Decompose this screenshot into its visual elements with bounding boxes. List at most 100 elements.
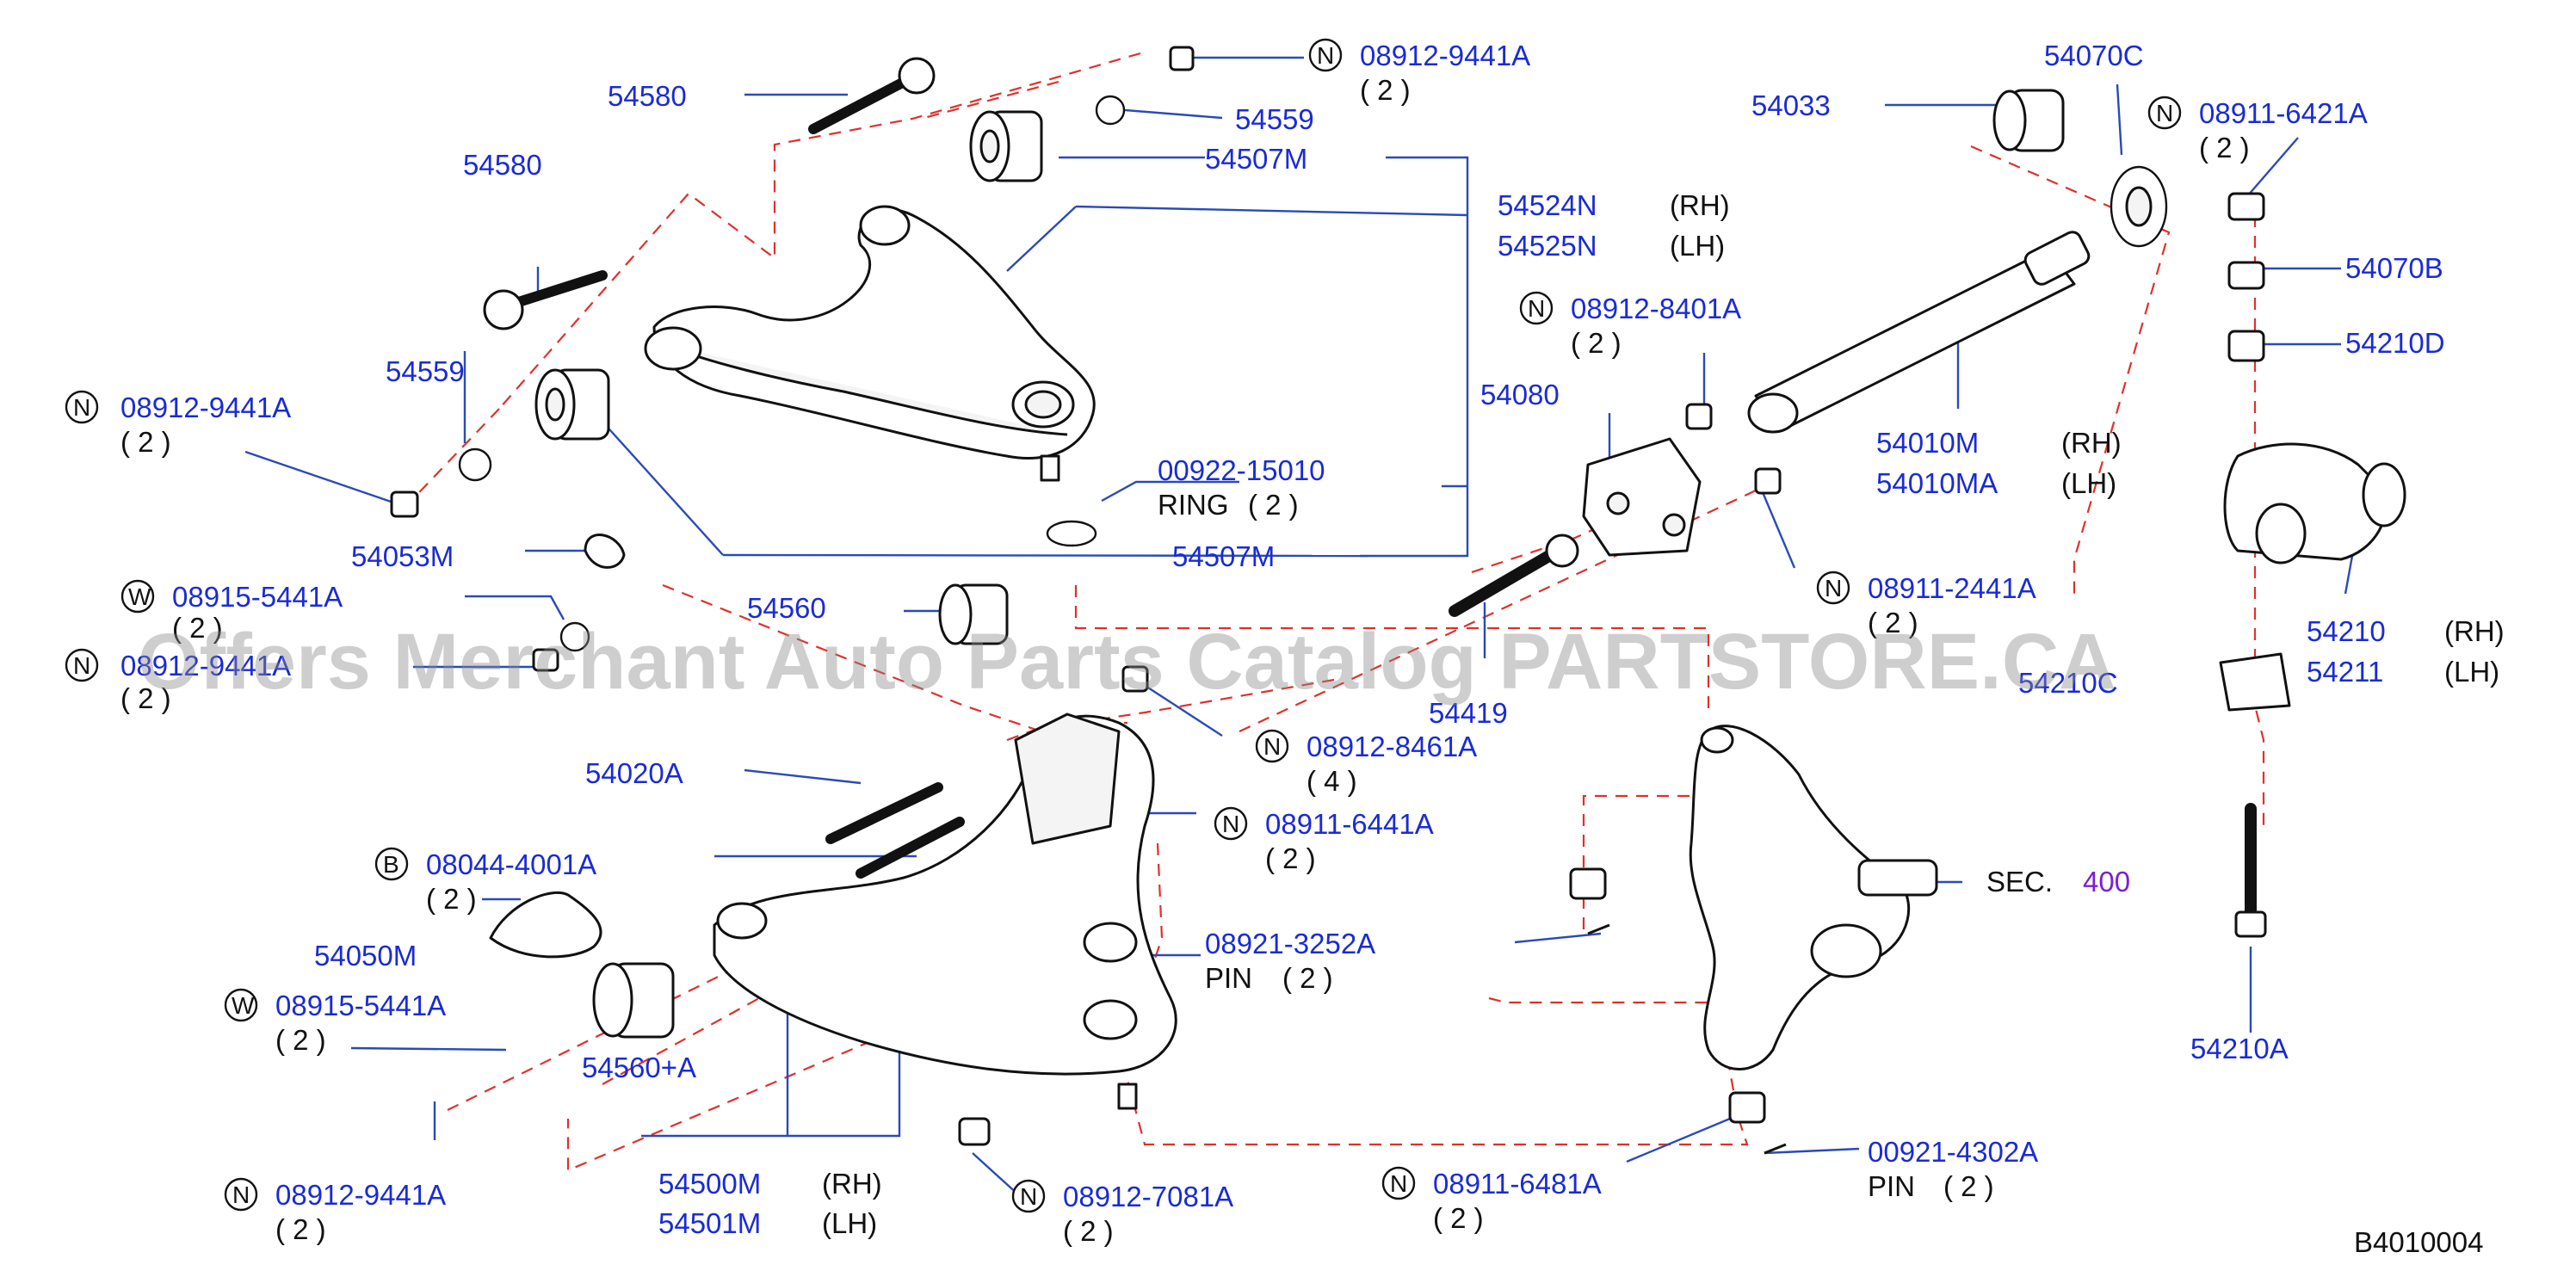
prefix-circle xyxy=(1255,729,1289,763)
quantity: ( 2 ) xyxy=(120,426,171,458)
part-number: 08921-3252A xyxy=(1205,928,1375,959)
callout-08921-3252a: 08921-3252A PIN ( 2 ) xyxy=(1205,928,1375,994)
side-label: (LH) xyxy=(2061,467,2116,499)
part-number: 54524N xyxy=(1498,189,1597,221)
part-number: 54033 xyxy=(1751,89,1831,121)
prefix-letter: N xyxy=(1222,811,1239,837)
part-number: 08912-9441A xyxy=(120,650,291,682)
callout-54080: 54080 xyxy=(1480,379,1560,410)
quantity: ( 2 ) xyxy=(1248,489,1299,521)
prefix-letter: B xyxy=(383,851,399,878)
part-number: 54210A xyxy=(2190,1033,2289,1064)
callout-54507m-top: 54507M xyxy=(1205,143,1307,175)
part-number: 08915-5441A xyxy=(275,990,446,1021)
callout-54010m: 54010M (RH) xyxy=(1876,427,2122,459)
part-number: 54507M xyxy=(1172,540,1275,572)
quantity: ( 2 ) xyxy=(120,682,171,714)
callout-54210: 54210 (RH) xyxy=(2307,615,2505,647)
prefix-circle xyxy=(1519,291,1554,325)
callout-54560a: 54560+A xyxy=(582,1052,696,1083)
steering-knuckle xyxy=(1569,725,1938,1155)
part-number: 54211 xyxy=(2307,656,2383,688)
callout-54525n: 54525N (LH) xyxy=(1498,230,1725,262)
part-number: 00921-4302A xyxy=(1868,1136,2038,1168)
quantity: ( 2 ) xyxy=(1282,962,1333,994)
callout-54500m: 54500M (RH) xyxy=(658,1168,882,1200)
quantity: ( 2 ) xyxy=(1868,607,1918,638)
part-number: 54500M xyxy=(658,1168,761,1200)
quantity: ( 2 ) xyxy=(1360,74,1411,106)
callout-08911-6421a: N 08911-6421A ( 2 ) xyxy=(2147,96,2368,163)
callout-54501m: 54501M (LH) xyxy=(658,1207,877,1239)
side-label: (LH) xyxy=(1670,230,1725,262)
callout-54560: 54560 xyxy=(747,592,826,624)
prefix-letter: N xyxy=(1528,295,1545,322)
callout-54070b: 54070B xyxy=(2345,252,2443,284)
prefix-letter: N xyxy=(2156,100,2173,126)
part-number: 54560 xyxy=(747,592,826,624)
prefix-circle xyxy=(120,579,155,614)
part-number: 08912-9441A xyxy=(1360,40,1530,71)
part-number: 54507M xyxy=(1205,143,1307,175)
callout-54507m-bottom: 54507M xyxy=(1172,540,1275,572)
prefix-circle xyxy=(1308,38,1343,72)
prefix-letter: N xyxy=(1263,733,1281,760)
part-number: 54020A xyxy=(585,757,683,789)
callout-54211: 54211 (LH) xyxy=(2307,656,2499,688)
part-number: 00922-15010 xyxy=(1158,454,1325,486)
prefix-circle xyxy=(2147,96,2182,130)
callout-00922-15010: 00922-15010 RING ( 2 ) xyxy=(1158,454,1325,521)
callout-54070c: 54070C xyxy=(2044,40,2144,71)
prefix-circle xyxy=(65,648,99,682)
part-number: 08911-6441A xyxy=(1265,808,1434,840)
quantity: ( 4 ) xyxy=(1307,765,1357,797)
callout-08911-2441a: N 08911-2441A ( 2 ) xyxy=(1816,571,2036,638)
callout-08912-9441a-top: N 08912-9441A ( 2 ) xyxy=(1308,38,1530,106)
part-number: 54053M xyxy=(351,540,454,572)
quantity: ( 2 ) xyxy=(426,883,477,915)
callout-54050m: 54050M xyxy=(314,940,417,972)
section-number: 400 xyxy=(2083,866,2130,898)
side-label: (RH) xyxy=(2061,427,2122,459)
prefix-circle xyxy=(1214,806,1248,841)
part-number: 54080 xyxy=(1480,379,1560,410)
prefix-letter: N xyxy=(1317,42,1334,69)
quantity: ( 2 ) xyxy=(172,612,223,644)
callout-54210c: 54210C xyxy=(2018,667,2118,699)
part-number: 08912-8401A xyxy=(1571,293,1741,324)
part-number: 08911-6421A xyxy=(2199,97,2368,129)
prefix-circle xyxy=(224,988,258,1022)
callout-08915-5441a-bottom: W 08915-5441A ( 2 ) xyxy=(224,988,446,1056)
part-number: 08915-5441A xyxy=(172,581,343,613)
lower-control-arm-assembly xyxy=(489,713,1177,1146)
quantity: ( 2 ) xyxy=(1943,1170,1994,1202)
prefix-circle xyxy=(224,1177,258,1212)
part-number: 54580 xyxy=(608,80,687,112)
callout-00921-4302a: 00921-4302A PIN ( 2 ) xyxy=(1868,1136,2038,1202)
quantity: ( 2 ) xyxy=(1265,842,1316,874)
quantity: ( 2 ) xyxy=(1571,327,1622,359)
callout-08912-9441a-left: N 08912-9441A ( 2 ) xyxy=(65,390,291,458)
note-label: PIN xyxy=(1868,1170,1915,1202)
part-number: 54210D xyxy=(2345,327,2445,359)
callout-08912-9441a-bottom: N 08912-9441A ( 2 ) xyxy=(224,1177,446,1245)
callout-54010ma: 54010MA (LH) xyxy=(1876,467,2116,499)
callout-54580-left: 54580 xyxy=(463,149,542,181)
callout-08044-4001a: B 08044-4001A ( 2 ) xyxy=(374,847,596,915)
part-number: 54010M xyxy=(1876,427,1979,459)
part-number: 54070C xyxy=(2044,40,2144,71)
callout-08911-6481a: N 08911-6481A ( 2 ) xyxy=(1381,1166,1602,1234)
drawing-id: B4010004 xyxy=(2354,1226,2483,1258)
callout-54210d: 54210D xyxy=(2345,327,2445,359)
prefix-letter: N xyxy=(73,394,90,421)
bolts-and-fasteners xyxy=(390,46,2267,938)
note-label: PIN xyxy=(1205,962,1252,994)
part-number: 08044-4001A xyxy=(426,848,596,880)
tension-rod-assembly xyxy=(1582,89,2406,712)
prefix-letter: N xyxy=(1825,575,1842,601)
part-number: 08911-6481A xyxy=(1433,1168,1602,1200)
prefix-letter: W xyxy=(232,992,255,1019)
part-number: 08911-2441A xyxy=(1868,572,2036,604)
part-number: 54010MA xyxy=(1876,467,1998,499)
